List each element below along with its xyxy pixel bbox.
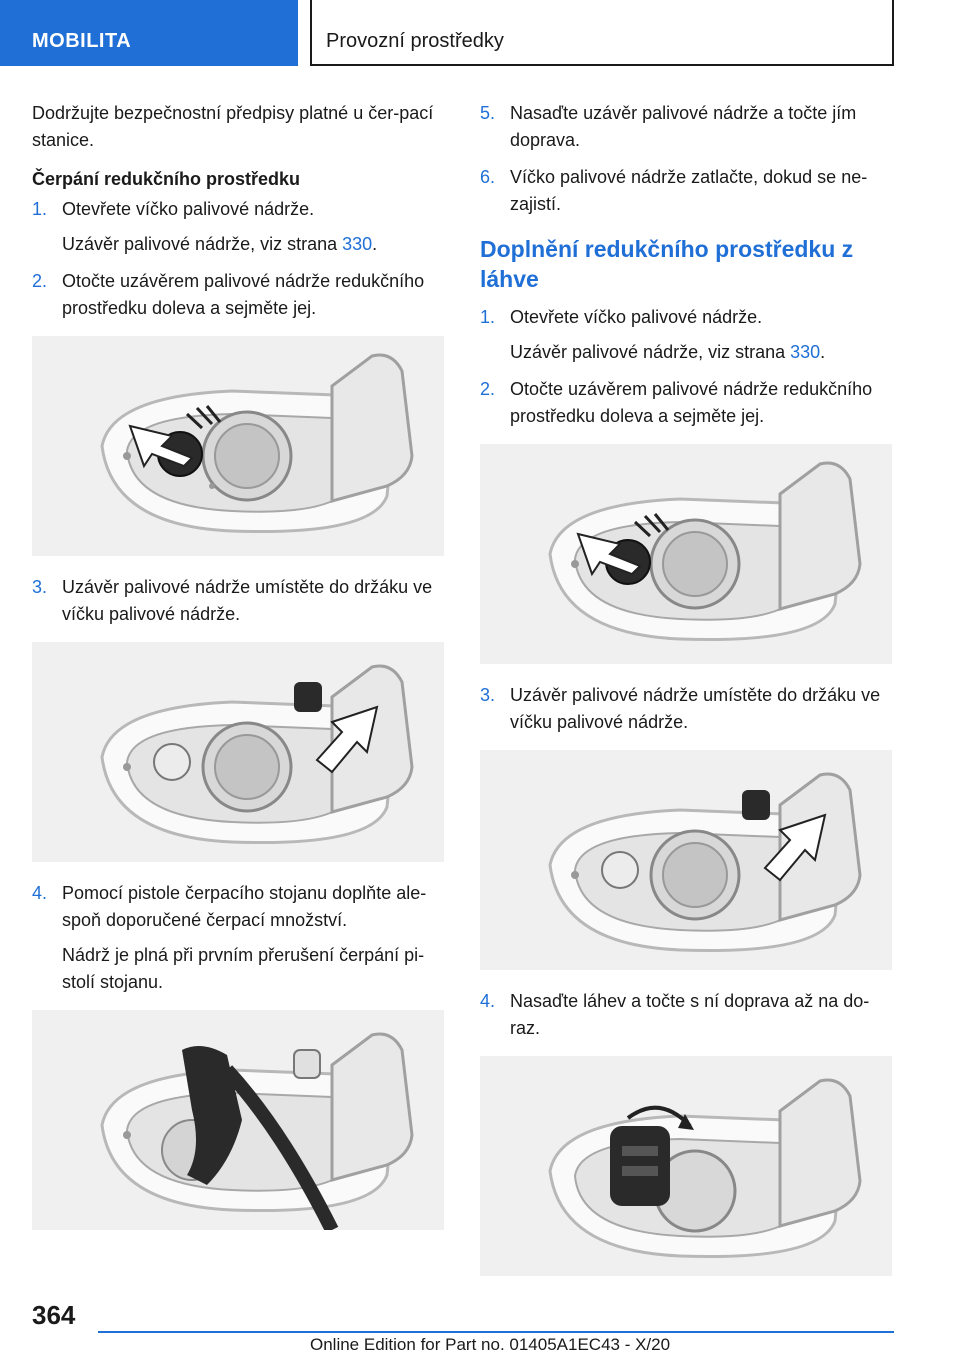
cap-holder-illustration — [480, 750, 892, 970]
step-text: Nasaďte láhev a točte s ní doprava až na… — [510, 991, 870, 1038]
left-step-1-ref: Uzávěr palivové nádrže, viz strana 330. — [62, 231, 444, 258]
step-number: 1. — [32, 199, 48, 219]
left-heading: Čerpání redukčního prostředku — [32, 169, 301, 189]
left-step-4: 4. Pomocí pistole čerpacího stojanu dopl… — [32, 880, 444, 934]
figure-pump-nozzle — [32, 1010, 444, 1230]
section-tab: MOBILITA — [0, 0, 298, 66]
left-column: Dodržujte bezpečnostní předpisy platné u… — [32, 100, 444, 1248]
intro-paragraph: Dodržujte bezpečnostní předpisy platné u… — [32, 103, 434, 150]
step-number: 2. — [480, 379, 496, 399]
footer-divider — [98, 1331, 894, 1333]
ref-text: Uzávěr palivové nádrže, viz strana — [62, 234, 343, 254]
figure-cap-removal-2 — [480, 444, 892, 664]
right-step-4: 4. Nasaďte láhev a točte s ní doprava až… — [480, 988, 892, 1042]
fuel-cap-illustration — [480, 444, 892, 664]
ref-suffix: . — [820, 342, 826, 362]
step-text: Uzávěr palivové nádrže umístěte do držák… — [510, 685, 881, 732]
chapter-title: Provozní prostředky — [310, 0, 894, 66]
step-text: Otočte uzávěrem palivové nádrže redukční… — [510, 379, 873, 426]
page-header: MOBILITA Provozní prostředky — [0, 0, 960, 66]
right-step-1: 1. Otevřete víčko palivové nádrže. — [480, 304, 892, 331]
right-step-1-ref: Uzávěr palivové nádrže, viz strana 330. — [510, 339, 892, 366]
step-number: 2. — [32, 271, 48, 291]
left-step-2: 2. Otočte uzávěrem palivové nádrže reduk… — [32, 268, 444, 322]
left-step-4-note: Nádrž je plná při prvním přerušení čerpá… — [62, 945, 425, 992]
cap-holder-illustration — [32, 642, 444, 862]
right-section-heading: Doplnění redukčního prostředku z láhve — [480, 236, 854, 292]
figure-cap-holder — [32, 642, 444, 862]
step-number: 3. — [480, 685, 496, 705]
step-text: Nasaďte uzávěr palivové nádrže a točte j… — [510, 103, 857, 150]
step-number: 1. — [480, 307, 496, 327]
pump-nozzle-illustration — [32, 1010, 444, 1230]
step-text: Otočte uzávěrem palivové nádrže redukční… — [62, 271, 425, 318]
step-text: Uzávěr palivové nádrže umístěte do držák… — [62, 577, 433, 624]
right-step-5: 5. Nasaďte uzávěr palivové nádrže a točt… — [480, 100, 892, 154]
edition-note: Online Edition for Part no. 01405A1EC43 … — [310, 1335, 671, 1354]
right-step-2: 2. Otočte uzávěrem palivové nádrže reduk… — [480, 376, 892, 430]
figure-cap-holder-2 — [480, 750, 892, 970]
figure-bottle-insert — [480, 1056, 892, 1276]
right-step-3: 3. Uzávěr palivové nádrže umístěte do dr… — [480, 682, 892, 736]
page-link-330[interactable]: 330 — [342, 234, 373, 254]
left-step-1: 1. Otevřete víčko palivové nádrže. — [32, 196, 444, 223]
fuel-cap-illustration — [32, 336, 444, 556]
step-text: Otevřete víčko palivové nádrže. — [62, 199, 315, 219]
step-text: Pomocí pistole čerpacího stojanu doplňte… — [62, 883, 427, 930]
figure-cap-removal — [32, 336, 444, 556]
page-number: 364 — [32, 1300, 76, 1330]
right-step-6: 6. Víčko palivové nádrže zatlačte, dokud… — [480, 164, 892, 218]
step-number: 3. — [32, 577, 48, 597]
ref-suffix: . — [372, 234, 378, 254]
step-text: Otevřete víčko palivové nádrže. — [510, 307, 763, 327]
page-link-330[interactable]: 330 — [790, 342, 821, 362]
step-number: 5. — [480, 103, 496, 123]
step-number: 6. — [480, 167, 496, 187]
step-number: 4. — [480, 991, 496, 1011]
ref-text: Uzávěr palivové nádrže, viz strana — [510, 342, 791, 362]
left-step-3: 3. Uzávěr palivové nádrže umístěte do dr… — [32, 574, 444, 628]
bottle-illustration — [480, 1056, 892, 1276]
step-number: 4. — [32, 883, 48, 903]
right-column: 5. Nasaďte uzávěr palivové nádrže a točt… — [480, 100, 892, 1294]
step-text: Víčko palivové nádrže zatlačte, dokud se… — [510, 167, 868, 214]
